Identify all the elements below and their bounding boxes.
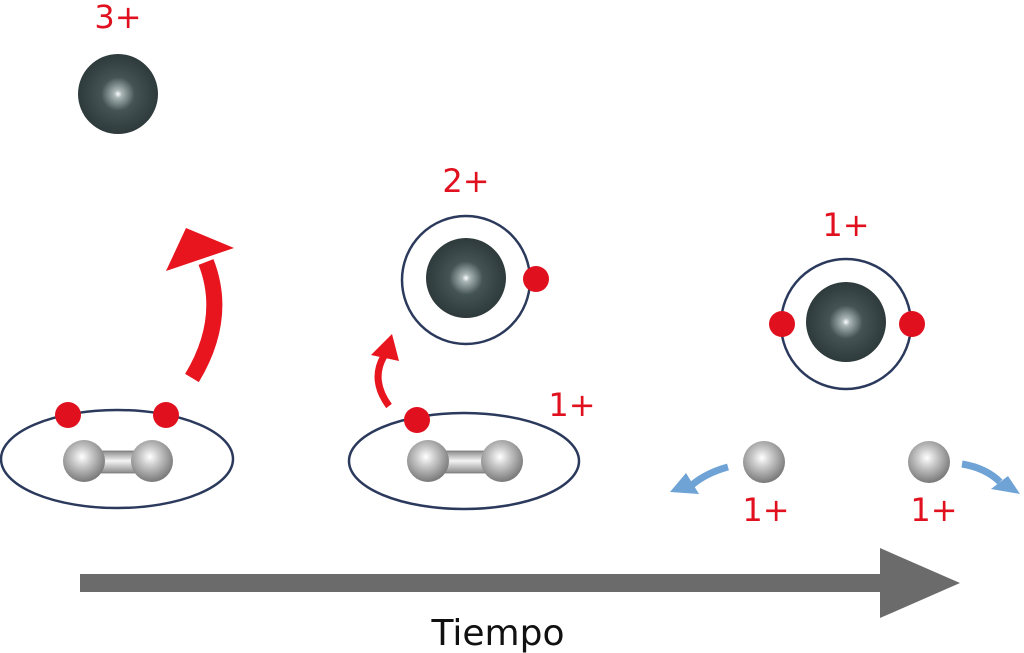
hydrogen-molecule bbox=[63, 440, 173, 482]
electron-capture-arrowhead bbox=[371, 334, 399, 361]
electron bbox=[153, 402, 179, 428]
coulomb-repulsion-arrow-left bbox=[689, 463, 729, 488]
proton bbox=[481, 440, 523, 482]
molecule-orbit bbox=[347, 411, 581, 511]
ion-charge-label: 3+ bbox=[94, 0, 141, 36]
stage-1: 3+ bbox=[0, 0, 235, 510]
molecule-orbit bbox=[0, 408, 235, 510]
electron-capture-arrowhead bbox=[166, 228, 234, 271]
time-arrow bbox=[80, 548, 960, 618]
fragment-charge-label: 1+ bbox=[742, 491, 789, 529]
captured-electron bbox=[899, 311, 925, 337]
proton bbox=[131, 440, 173, 482]
stage-2: 2+ 1+ bbox=[347, 162, 596, 511]
ion-charge-label: 2+ bbox=[442, 162, 489, 200]
captured-electron bbox=[523, 266, 549, 292]
electron bbox=[404, 407, 430, 433]
heavy-ion bbox=[426, 238, 506, 318]
ion-charge-label: 1+ bbox=[822, 206, 869, 244]
proton-fragment bbox=[908, 441, 950, 483]
electron-capture-arrow bbox=[185, 259, 223, 383]
electron bbox=[55, 402, 81, 428]
time-axis-label: Tiempo bbox=[431, 613, 565, 653]
electron-capture-arrow bbox=[374, 354, 392, 409]
proton-fragment bbox=[743, 441, 785, 483]
coulomb-repulsion-arrow-right bbox=[961, 460, 1003, 485]
proton bbox=[63, 440, 105, 482]
time-axis: Tiempo bbox=[80, 548, 960, 653]
heavy-ion bbox=[806, 282, 886, 362]
coulomb-repulsion-arrowhead-left bbox=[670, 473, 699, 494]
proton bbox=[407, 440, 449, 482]
heavy-ion bbox=[78, 54, 158, 134]
fragment-charge-label: 1+ bbox=[910, 491, 957, 529]
molecule-charge-label: 1+ bbox=[548, 386, 595, 424]
hydrogen-molecule bbox=[407, 440, 523, 482]
captured-electron bbox=[769, 311, 795, 337]
coulomb-repulsion-arrowhead-right bbox=[991, 476, 1020, 494]
stage-3: 1+ 1+ 1+ bbox=[670, 206, 1020, 529]
